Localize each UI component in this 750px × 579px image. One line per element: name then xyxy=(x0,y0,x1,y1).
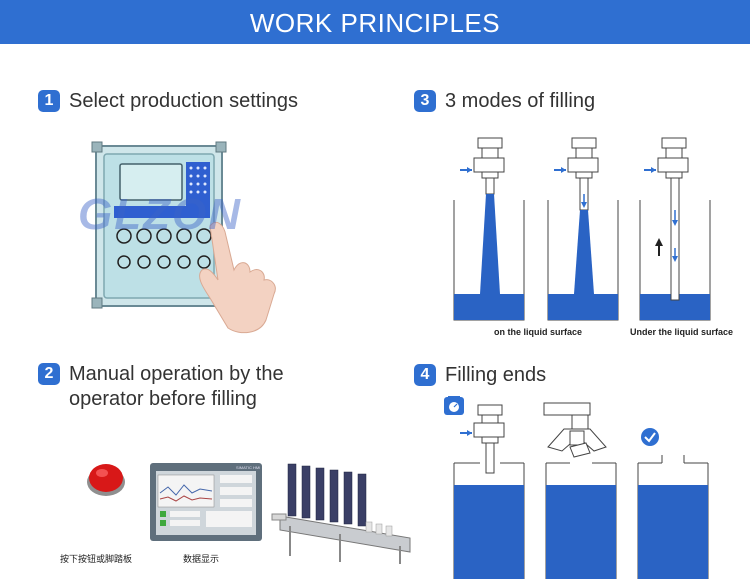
step-3-title: 3 modes of filling xyxy=(445,90,596,112)
label-under-surface: Under the liquid surface xyxy=(630,327,734,337)
step-1-number: 1 xyxy=(38,90,60,112)
filling-ends-illustration xyxy=(444,396,709,579)
container-finished xyxy=(637,455,709,579)
step-3-heading: 3 3 modes of filling xyxy=(414,89,595,114)
filling-modes-illustration xyxy=(453,137,711,321)
label-data-display: 数据显示 xyxy=(183,554,220,564)
step-4-heading: 4 Filling ends xyxy=(414,363,546,388)
step-2-title: Manual operation by the operator before … xyxy=(69,362,284,412)
filling-machine-illustration xyxy=(271,463,411,564)
step-2-heading: 2 Manual operation by the operator befor… xyxy=(38,362,284,412)
container-on-surface xyxy=(547,137,619,321)
step-1-title: Select production settings xyxy=(69,90,299,112)
header-banner: WORK PRINCIPLES xyxy=(0,0,750,50)
step-4-number: 4 xyxy=(414,364,436,386)
header-banner-shape xyxy=(0,0,750,44)
hmi-touch-screen: SIMATIC HMI xyxy=(150,463,262,541)
svg-text:SIMATIC HMI: SIMATIC HMI xyxy=(236,465,260,470)
step-2-title-line2: operator before filling xyxy=(69,388,257,410)
step-2-number: 2 xyxy=(38,363,60,385)
container-nozzle-inserted xyxy=(453,404,525,579)
control-panel-illustration xyxy=(91,141,276,334)
step-4-title: Filling ends xyxy=(445,364,547,386)
step-3-number: 3 xyxy=(414,90,436,112)
page-title: WORK PRINCIPLES xyxy=(249,8,501,38)
check-circle-icon xyxy=(641,428,659,446)
step-1-heading: 1 Select production settings xyxy=(38,89,298,114)
label-press-button: 按下按钮或脚踏板 xyxy=(60,554,133,564)
container-under-surface xyxy=(639,137,711,321)
step-2-title-line1: Manual operation by the xyxy=(69,363,284,385)
container-nozzle-retracting xyxy=(543,402,617,579)
scale-icon xyxy=(444,396,464,415)
red-push-button xyxy=(87,464,125,496)
container-above-surface xyxy=(453,137,525,321)
label-on-surface: on the liquid surface xyxy=(494,327,583,337)
watermark-logo: GLZON xyxy=(78,190,242,239)
